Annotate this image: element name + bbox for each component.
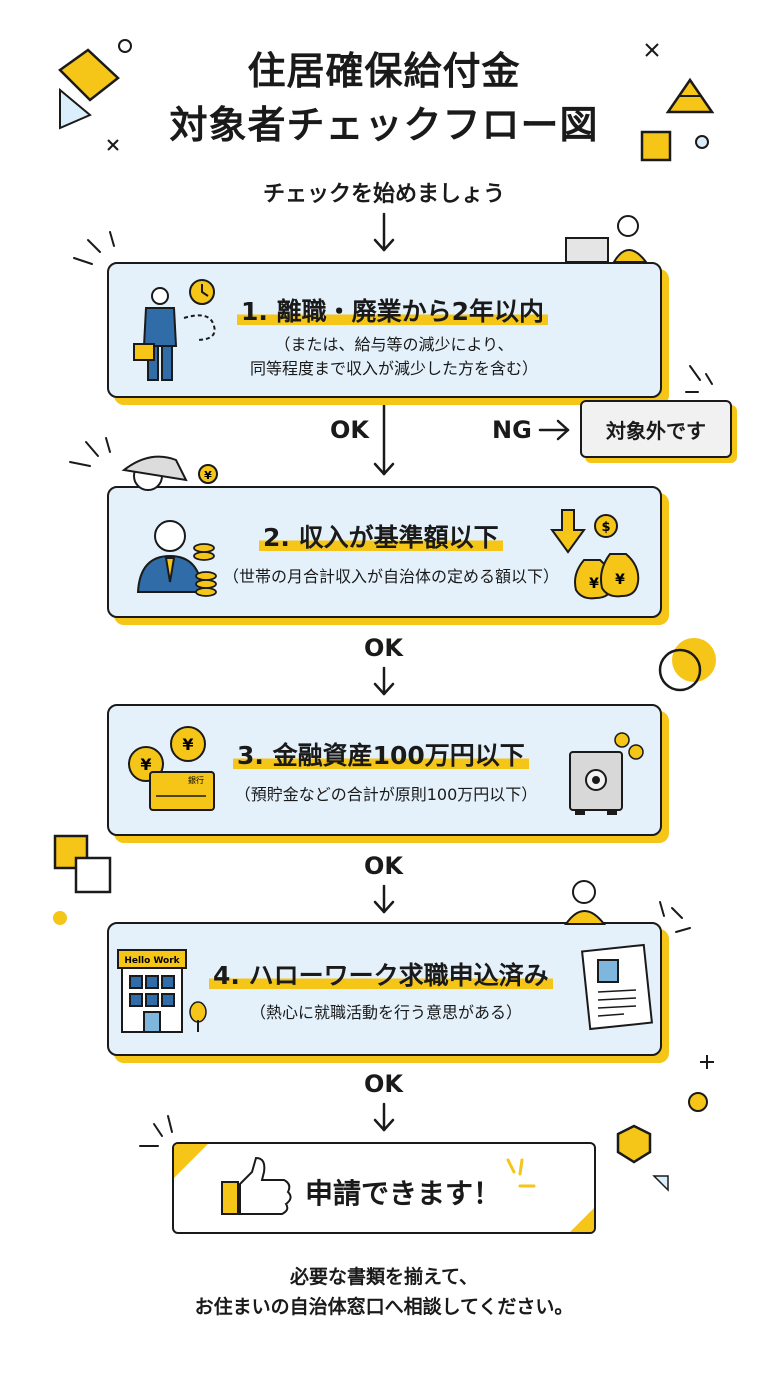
- ng-label: NG: [492, 416, 532, 444]
- step-3-card: 3. 金融資産100万円以下 （預貯金などの合計が原則100万円以下）: [107, 704, 662, 836]
- laptop-person: [565, 215, 649, 263]
- step-4-card: 4. ハローワーク求職申込済み （熱心に就職活動を行う意思がある）: [107, 922, 662, 1056]
- step-1-subtitle-line1: （または、給与等の減少により、: [274, 335, 514, 354]
- arrow-step1-ok: [373, 400, 395, 476]
- step-1-subtitle-line2: 同等程度まで収入が減少した方を含む）: [249, 359, 538, 378]
- ok-label-2: OK: [364, 634, 403, 662]
- step-1-card: 1. 離職・廃業から2年以内 （または、給与等の減少により、 同等程度まで収入が…: [107, 262, 662, 398]
- step-2-subtitle: （世帯の月合計収入が自治体の定める額以下）: [222, 567, 559, 586]
- ok-label-4: OK: [364, 1070, 403, 1098]
- decor-square-2: [53, 834, 89, 870]
- step-3-title: 3. 金融資産100万円以下: [233, 736, 529, 772]
- arrow-ng: [538, 419, 570, 441]
- page-title-line1: 住居確保給付金: [247, 49, 521, 93]
- step-2-title: 2. 収入が基準額以下: [259, 518, 503, 554]
- worried-man: [121, 455, 188, 491]
- footer-line1: 必要な書類を揃えて、: [289, 1266, 479, 1288]
- arrow-step2-ok: [373, 666, 395, 696]
- arrow-step4-ok: [373, 1102, 395, 1132]
- step-4-subtitle: （熱心に就職活動を行う意思がある）: [249, 1003, 522, 1022]
- final-result-box: 申請できます！: [172, 1142, 596, 1234]
- footer-line2: お住まいの自治体窓口へ相談してください。: [194, 1296, 574, 1318]
- arrow-step3-ok: [373, 884, 395, 914]
- step-1-title: 1. 離職・廃業から2年以内: [237, 292, 548, 328]
- page-title-line2: 対象者チェックフロー図: [169, 103, 599, 147]
- peeking-person: [564, 880, 607, 925]
- yen-glyph: ¥: [204, 469, 212, 482]
- ng-result-box: 対象外です: [580, 400, 732, 458]
- ok-label-3: OK: [364, 852, 403, 880]
- ok-label-1: OK: [330, 416, 369, 444]
- start-label: チェックを始めましょう: [262, 182, 505, 207]
- final-result-text: 申請できます！: [305, 1177, 502, 1210]
- step-2-card: 2. 収入が基準額以下 （世帯の月合計収入が自治体の定める額以下）: [107, 486, 662, 618]
- step-3-subtitle: （預貯金などの合計が原則100万円以下）: [234, 785, 538, 804]
- arrow-start: [373, 212, 395, 252]
- yen-coin-icon: ¥: [198, 464, 218, 484]
- decor-hexagon: [616, 1124, 652, 1164]
- step-4-title: 4. ハローワーク求職申込済み: [209, 956, 553, 992]
- final-corner-decor: [174, 1144, 594, 1232]
- laptop-icon: [565, 237, 609, 263]
- decor-ring: [672, 638, 716, 682]
